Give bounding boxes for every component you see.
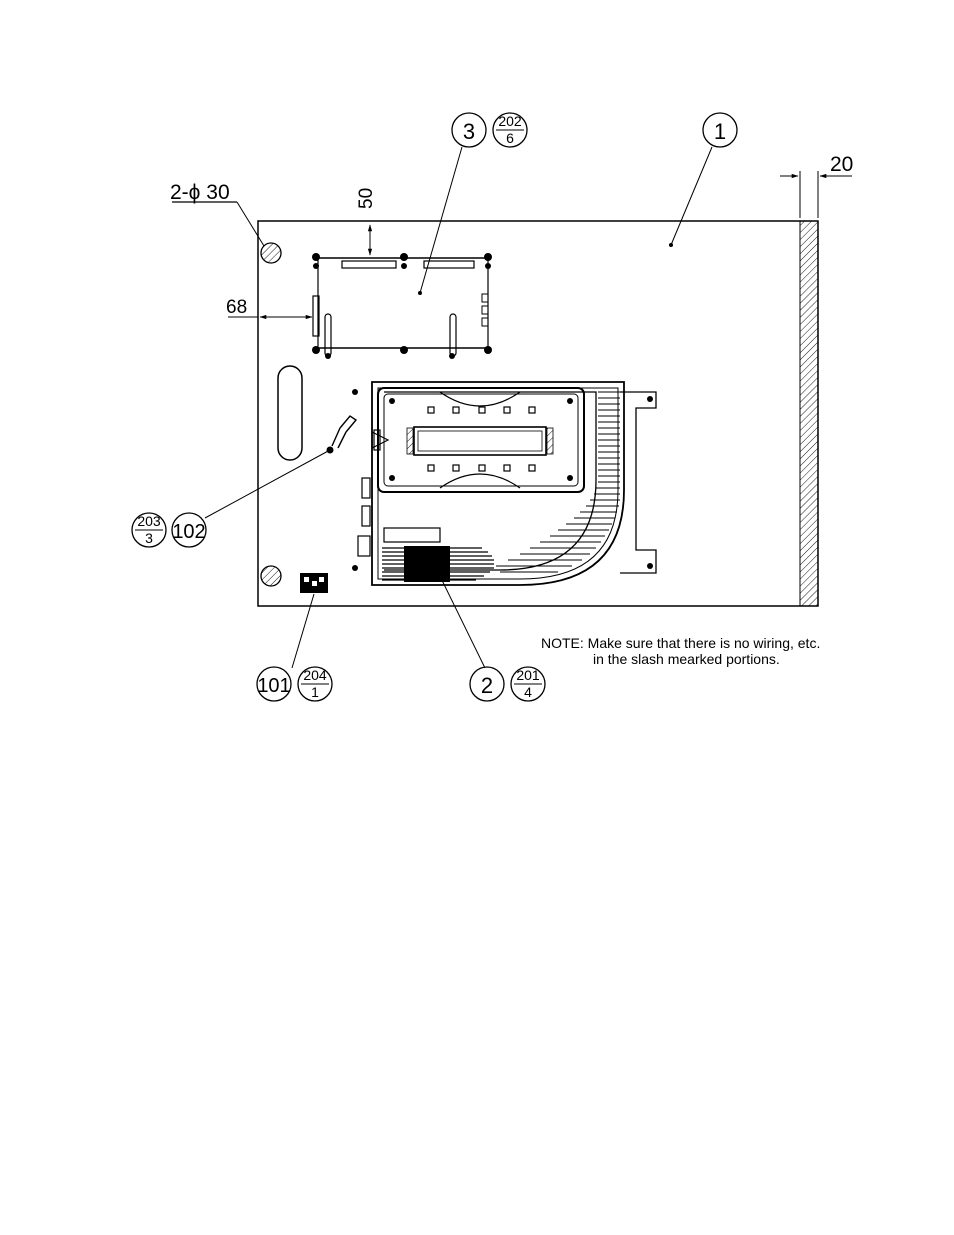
svg-text:3: 3: [145, 530, 153, 546]
svg-text:3: 3: [463, 119, 475, 144]
base-plate: [257, 220, 819, 607]
mounting-hole-bottom: [260, 565, 282, 587]
svg-text:101: 101: [257, 675, 290, 697]
terminal-block: [300, 573, 328, 593]
callout-part-102: 203 3 102: [131, 512, 207, 548]
svg-text:1: 1: [311, 684, 319, 700]
dimension-right-strip-label: 20: [830, 153, 853, 176]
dimension-holes-label: 2-ϕ 30: [170, 181, 230, 204]
svg-text:4: 4: [524, 684, 532, 700]
mounting-hole-top: [260, 242, 282, 264]
dimension-right-strip: 20: [780, 153, 853, 218]
svg-text:6: 6: [506, 130, 514, 146]
callout-part-3: 3 202 6: [451, 112, 528, 148]
svg-text:102: 102: [172, 521, 205, 543]
lcd-window: [413, 426, 547, 456]
svg-text:1: 1: [714, 119, 726, 144]
dimension-left-gap: 68: [226, 297, 313, 320]
callout-part-2: 2 201 4: [469, 666, 546, 702]
heatsink-fins: [496, 391, 620, 573]
svg-text:201: 201: [516, 667, 540, 683]
note: NOTE: Make sure that there is no wiring,…: [541, 635, 820, 667]
dimension-top-gap-label: 50: [356, 188, 377, 209]
note-line-1: NOTE: Make sure that there is no wiring,…: [541, 635, 820, 651]
cable-clamp: [326, 415, 358, 454]
callout-part-1: 1: [702, 112, 738, 148]
hatched-right-strip: [799, 220, 819, 607]
svg-text:203: 203: [137, 513, 161, 529]
pcb-board: [312, 253, 492, 359]
oblong-slot: [277, 365, 303, 461]
dimension-left-gap-label: 68: [226, 297, 247, 318]
svg-text:204: 204: [303, 667, 327, 683]
svg-text:202: 202: [498, 113, 522, 129]
dimension-holes: 2-ϕ 30: [170, 181, 265, 247]
main-unit: [352, 381, 657, 586]
dimension-top-gap: 50: [356, 188, 380, 256]
svg-text:2: 2: [481, 673, 493, 698]
note-line-2: in the slash mearked portions.: [593, 651, 780, 667]
callout-part-101: 101 204 1: [256, 666, 333, 702]
